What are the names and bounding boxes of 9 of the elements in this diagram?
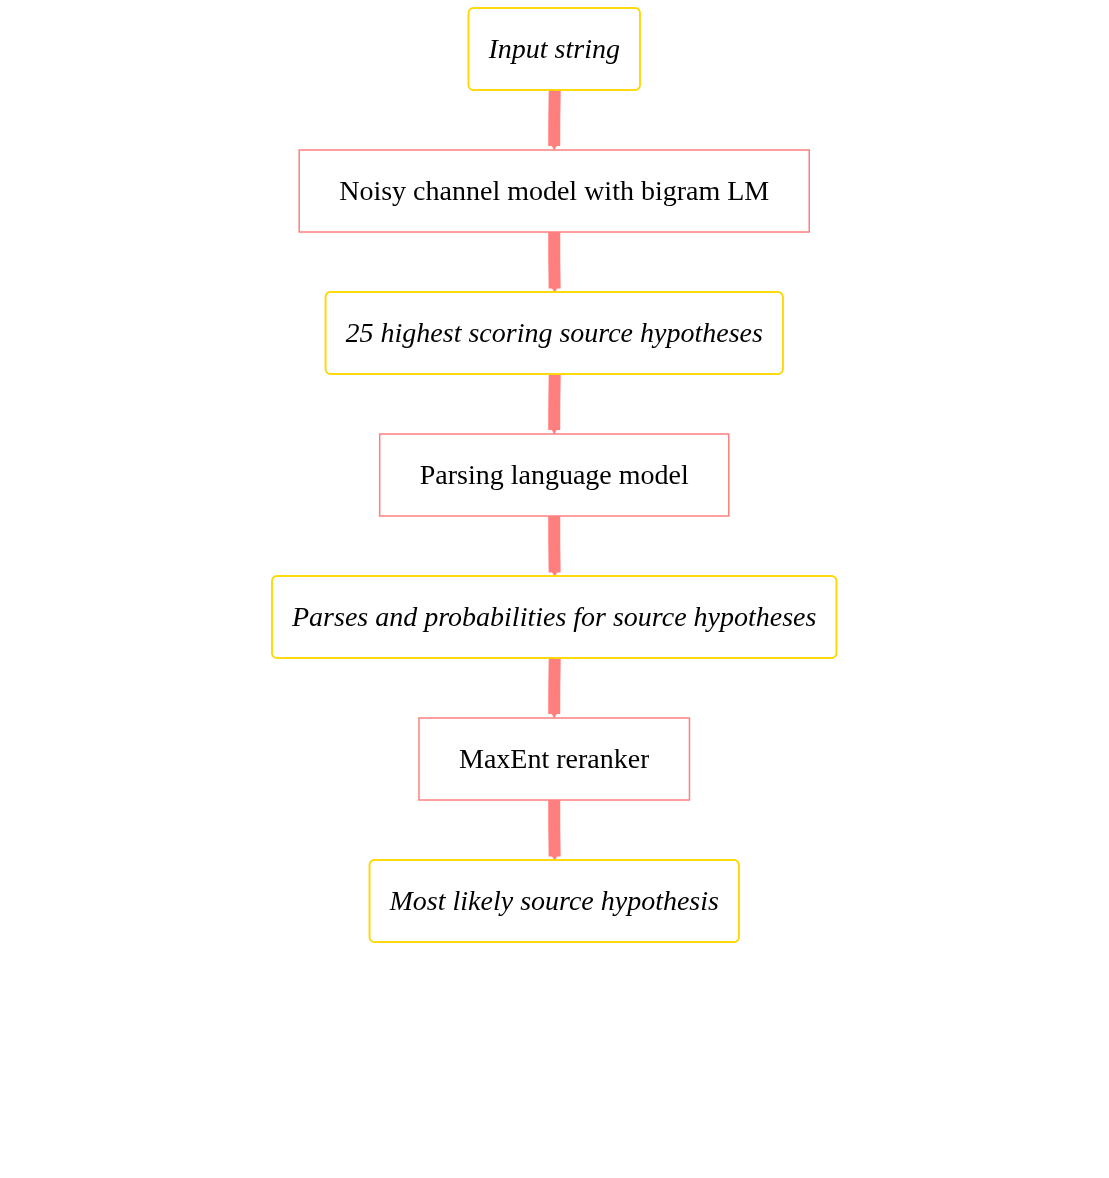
arrow: [548, 231, 561, 293]
node-box: Noisy channel model with bigram LM: [298, 149, 811, 233]
arrow: [548, 373, 561, 435]
node-box: Parsing language model: [379, 433, 730, 517]
node-box: MaxEnt reranker: [418, 717, 691, 801]
arrow: [548, 515, 561, 577]
arrow: [548, 799, 561, 861]
arrow: [548, 89, 561, 151]
arrow: [548, 657, 561, 719]
